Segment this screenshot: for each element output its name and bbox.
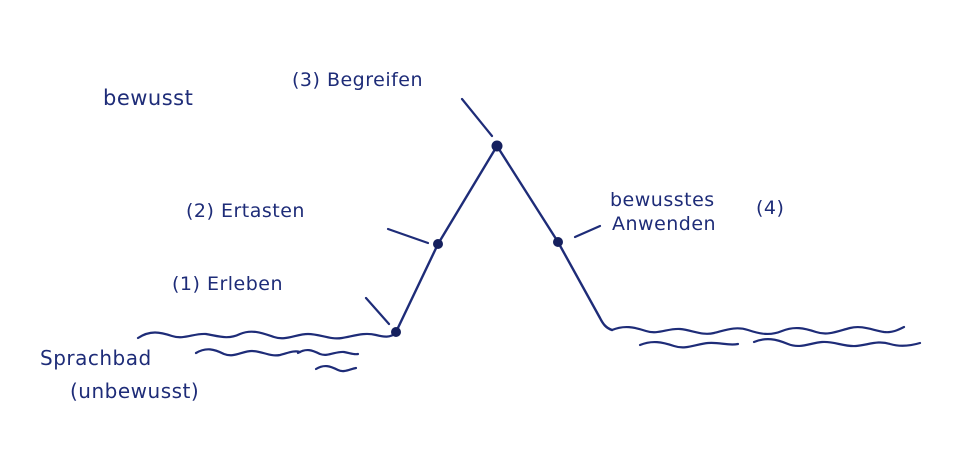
label-step3: (3) Begreifen — [292, 69, 424, 91]
pointer-step3 — [460, 97, 494, 138]
pointer-step2 — [386, 227, 430, 245]
left-wave-3 — [296, 348, 360, 356]
label-unconscious: (unbewusst) — [70, 379, 200, 403]
dot-step1 — [391, 327, 401, 337]
dot-step4 — [553, 237, 563, 247]
label-language-bath: Sprachbad — [40, 346, 152, 370]
ascending-line — [394, 144, 499, 334]
left-wave-1 — [136, 330, 398, 340]
label-conscious: bewusst — [103, 86, 194, 110]
pointer-step1 — [364, 296, 391, 326]
label-step2: (2) Ertasten — [186, 200, 305, 222]
dot-step2 — [433, 239, 443, 249]
right-wave-2 — [638, 340, 740, 349]
label-step4-line2: Anwenden — [612, 213, 717, 235]
right-wave-3 — [752, 338, 922, 348]
pointer-step4 — [573, 224, 602, 239]
dot-step3 — [491, 140, 503, 152]
label-step4-line1: bewusstes — [610, 189, 715, 211]
left-wave-2 — [194, 348, 302, 357]
right-wave-1 — [610, 325, 906, 336]
left-wave-4 — [314, 364, 358, 373]
label-step1: (1) Erleben — [172, 273, 284, 295]
label-step4-number: (4) — [756, 197, 785, 219]
descending-line — [495, 144, 614, 332]
